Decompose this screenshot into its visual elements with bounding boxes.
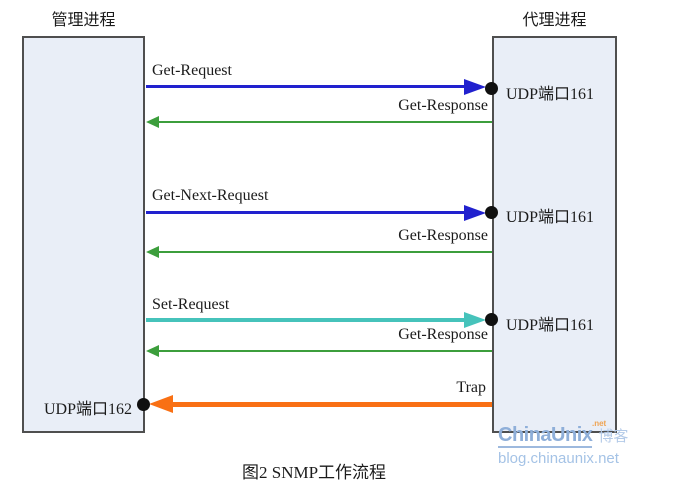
trap-line [171,402,492,407]
udp-port-161-label-3: UDP端口161 [506,317,595,334]
manager-process-box [22,36,145,433]
udp-port-161-label-1: UDP端口161 [506,86,595,103]
agent-process-title: 代理进程 [522,12,587,29]
arrow-left-head-icon [146,345,159,357]
udp-port-162-label: UDP端口162 [43,401,132,418]
port-dot-161-2 [485,206,498,219]
watermark-suffix: 博客 [598,428,629,445]
get-response-label-2: Get-Response [398,227,488,244]
chinaunix-logo-sup: .net [592,419,607,428]
arrow-right-head-icon [464,312,486,328]
watermark-url: blog.chinaunix.net [498,450,619,467]
manager-process-title: 管理进程 [51,12,116,29]
get-next-request-label: Get-Next-Request [152,187,269,204]
set-request-label: Set-Request [152,296,230,313]
port-dot-161-3 [485,313,498,326]
set-request-line [146,318,466,322]
arrow-left-head-icon [149,395,173,413]
arrow-right-head-icon [464,205,486,221]
get-next-request-line [146,211,466,214]
arrow-left-head-icon [146,116,159,128]
arrow-right-head-icon [464,79,486,95]
chinaunix-logo: ChinaUnix [498,424,593,448]
get-response-label-1: Get-Response [398,97,488,114]
trap-label: Trap [456,379,486,396]
figure-caption: 图2 SNMP工作流程 [242,463,387,482]
get-request-label: Get-Request [152,62,232,79]
udp-port-161-label-2: UDP端口161 [506,209,595,226]
get-request-line [146,85,466,88]
get-response-line-1 [157,121,492,123]
arrow-left-head-icon [146,246,159,258]
get-response-line-2 [157,251,492,253]
get-response-line-3 [157,350,492,352]
agent-process-box [492,36,617,433]
port-dot-162 [137,398,150,411]
get-response-label-3: Get-Response [398,326,488,343]
port-dot-161-1 [485,82,498,95]
